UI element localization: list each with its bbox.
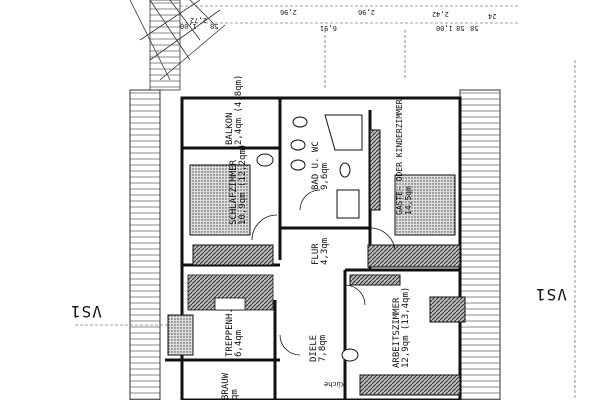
wardrobe-gaestezimmer — [367, 244, 461, 268]
section-marker-left: VS1 — [70, 302, 102, 321]
dimension-label: 58 — [456, 24, 465, 32]
kitchen-unit — [359, 374, 461, 396]
plant-box — [167, 314, 194, 356]
kitchen-counter — [349, 274, 401, 286]
section-marker-right: VS1 — [535, 285, 567, 304]
staircase — [187, 274, 274, 311]
roof-right — [459, 89, 501, 400]
dimension-label: 58 — [210, 22, 219, 30]
dimension-label: 2,96 — [280, 8, 297, 16]
wall-cabinet — [369, 129, 381, 211]
wardrobe-schlafzimmer — [192, 244, 274, 266]
dimension-label: 1,00 — [180, 22, 197, 30]
dimension-label: 2,42 — [432, 10, 449, 18]
desk — [429, 296, 466, 323]
dimension-lines — [75, 5, 576, 400]
room-kueche: Küche — [323, 380, 345, 388]
roof-left — [129, 89, 161, 400]
roof-lattice — [129, 0, 226, 91]
dimension-label: 24 — [488, 12, 497, 20]
dimension-label: 1,00 — [436, 24, 453, 32]
bathroom-fixtures — [256, 114, 363, 362]
dimension-label: 6,91 — [320, 24, 337, 32]
dimension-label: 2,96 — [358, 8, 375, 16]
door-swings — [251, 189, 396, 356]
room-treppenhaus: TREPPENH.6,4qm — [225, 308, 244, 357]
bed-gaestezimmer — [394, 174, 456, 236]
dimension-label: 58 — [470, 24, 479, 32]
bed-schlafzimmer — [189, 164, 251, 236]
